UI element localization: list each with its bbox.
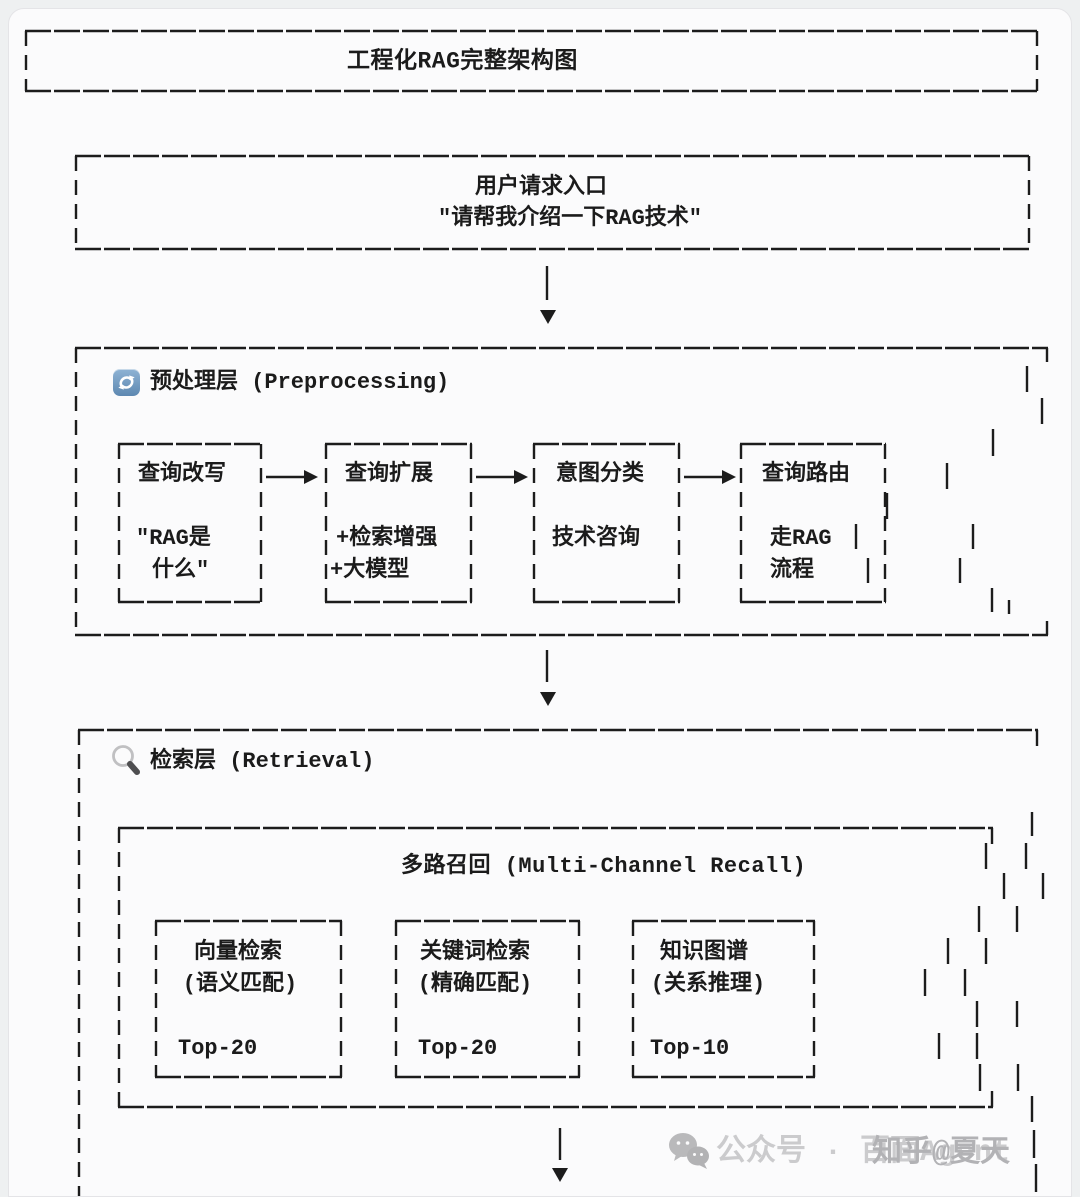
recall-box-subtitle: (语义匹配) (182, 972, 298, 997)
recall-box-subtitle: (关系推理) (650, 972, 766, 997)
recall-box-topk: Top-10 (650, 1036, 730, 1061)
user-entry-line2: "请帮我介绍一下RAG技术" (438, 206, 703, 231)
recall-box-title: 知识图谱 (659, 940, 749, 965)
retrieval-header: 检索层 (Retrieval) (150, 749, 375, 774)
recall-box-topk: Top-20 (418, 1036, 498, 1061)
pre-box-line: 走RAG (770, 526, 832, 551)
magnifier-icon (110, 744, 144, 778)
wechat-icon (668, 1131, 712, 1173)
pre-box-line: +大模型 (330, 558, 410, 583)
preprocessing-header: 预处理层 (Preprocessing) (150, 370, 450, 395)
user-entry-line1: 用户请求入口 (475, 175, 608, 200)
recall-box-subtitle: (精确匹配) (417, 972, 533, 997)
cycle-arrows-icon (113, 369, 140, 396)
watermark-zhihu-text: 知乎@夏天 (872, 1137, 1011, 1171)
page-title: 工程化RAG完整架构图 (347, 48, 578, 75)
pre-box-line: 技术咨询 (552, 526, 641, 551)
pre-box-line: 什么" (152, 558, 210, 583)
recall-title: 多路召回 (Multi-Channel Recall) (401, 854, 807, 879)
pre-box-line: +检索增强 (336, 526, 438, 551)
pre-box-line: "RAG是 (136, 526, 211, 551)
pre-box-title: 查询路由 (762, 462, 851, 487)
recall-box-title: 关键词检索 (419, 940, 531, 965)
recall-box-title: 向量检索 (193, 940, 283, 965)
pre-box-title: 查询改写 (138, 462, 227, 487)
pre-box-title: 意图分类 (556, 462, 645, 487)
watermark-wechat-text: 公众号 · 百面Agent (716, 1136, 1011, 1170)
pre-box-line: 流程 (770, 558, 815, 583)
pre-box-title: 查询扩展 (345, 462, 434, 487)
recall-box-topk: Top-20 (178, 1036, 258, 1061)
